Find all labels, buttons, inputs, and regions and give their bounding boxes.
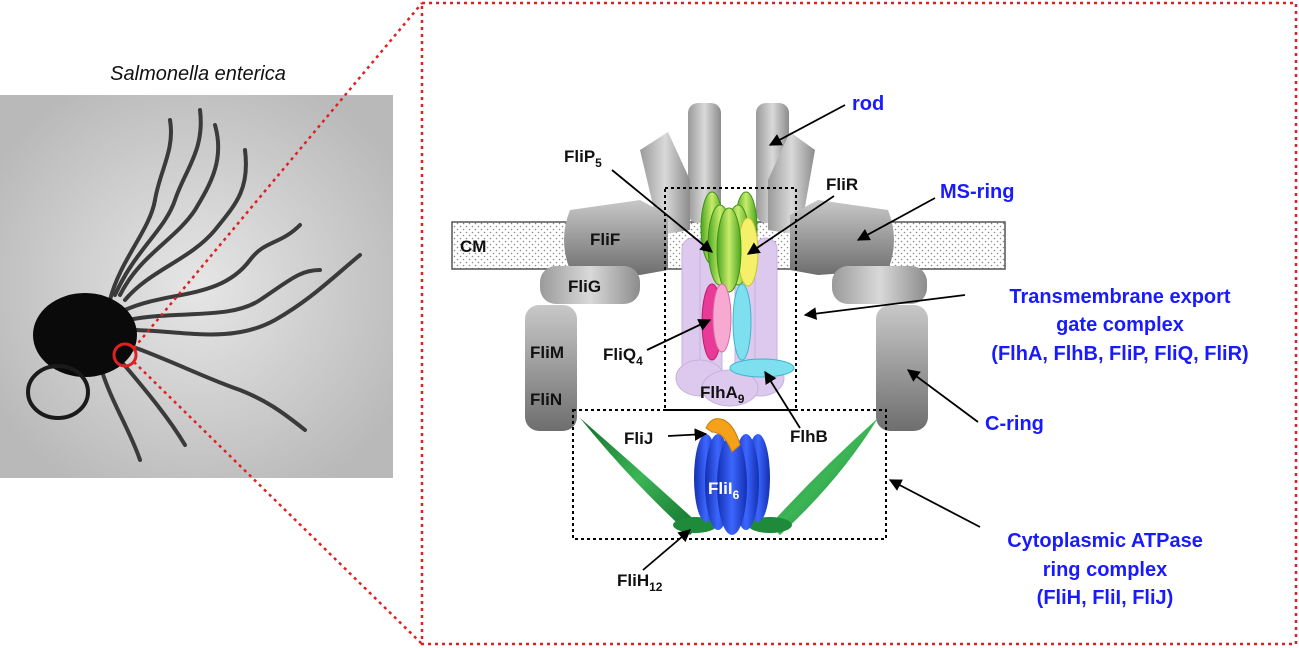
- fliq-complex: [701, 283, 732, 361]
- flagella: [98, 108, 362, 462]
- rod-callout: rod: [852, 93, 884, 115]
- fliq-label: FliQ4: [603, 345, 643, 368]
- vesicle: [26, 364, 90, 420]
- flij-label: FliJ: [624, 429, 653, 448]
- export-gate-callout-3: (FlhA, FlhB, FliP, FliQ, FliR): [991, 343, 1248, 365]
- inner-arrows: [611, 169, 835, 571]
- zoom-frame: [420, 1, 1298, 646]
- flii-label: FliI6: [708, 479, 740, 502]
- micrograph-title: Salmonella enterica: [110, 63, 286, 85]
- ms-ring-callout: MS-ring: [940, 181, 1014, 203]
- c-ring: [525, 305, 928, 431]
- flif-label: FliF: [590, 230, 620, 249]
- flig: [540, 266, 927, 304]
- flip-label: FliP5: [564, 147, 602, 170]
- atpase-box: [572, 409, 887, 540]
- callout-arrows: [768, 104, 981, 528]
- cell-body: [33, 293, 137, 377]
- atpase-callout-2: ring complex: [1043, 559, 1167, 581]
- flhb-label: FlhB: [790, 427, 828, 446]
- export-gate-callout-1: Transmembrane export: [1009, 286, 1231, 308]
- cm-label: CM: [460, 237, 486, 256]
- micrograph-panel: Salmonella enterica: [0, 63, 393, 478]
- zoom-lines: [133, 1, 1298, 646]
- flig-label: FliG: [568, 277, 601, 296]
- flin-label: FliN: [530, 390, 562, 409]
- micrograph-background: [0, 95, 393, 478]
- flij: [705, 418, 741, 453]
- flha-label: FlhA9: [700, 383, 745, 406]
- zoom-circle: [112, 342, 138, 368]
- ms-ring: [564, 200, 894, 275]
- flih-label: FliH12: [617, 571, 663, 594]
- c-ring-callout: C-ring: [985, 413, 1044, 435]
- flii-hexamer: [694, 434, 770, 535]
- export-gate-box: [664, 187, 797, 411]
- flhb: [729, 283, 795, 378]
- flim-label: FliM: [530, 343, 564, 362]
- export-gate-callout-2: gate complex: [1056, 314, 1184, 336]
- atpase-callout-3: (FliH, FliI, FliJ): [1037, 587, 1174, 609]
- atpase-callout-1: Cytoplasmic ATPase: [1007, 530, 1203, 552]
- flir-label: FliR: [826, 175, 858, 194]
